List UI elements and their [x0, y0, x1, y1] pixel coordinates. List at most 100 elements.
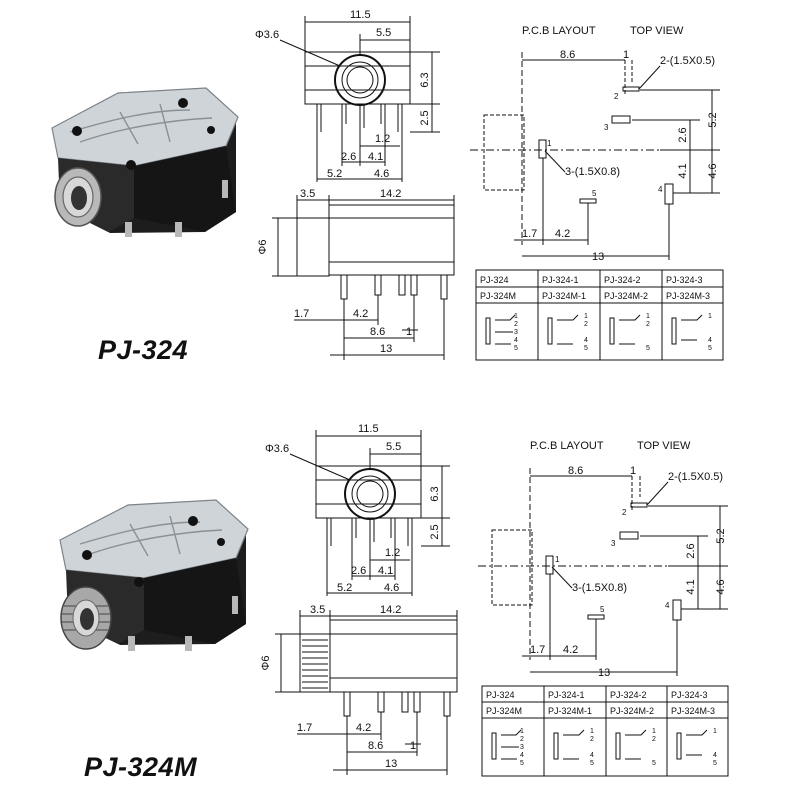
dim-front-5-2: 5.2	[337, 582, 352, 594]
t2-pin-4: 4	[590, 752, 594, 759]
pcb-dim-8-6: 8.6	[560, 49, 575, 61]
table-r1-c2: PJ-324-1	[542, 275, 579, 285]
dim-side-4-2: 4.2	[353, 308, 368, 320]
t1-pin-2: 2	[514, 321, 518, 328]
dim-front-height: 6.3	[429, 486, 441, 501]
pcb-pin-1: 1	[555, 555, 560, 564]
pcb-dim-13: 13	[592, 251, 604, 263]
dim-side-1-7: 1.7	[297, 722, 312, 734]
dim-side-8-6: 8.6	[370, 326, 385, 338]
dim-front-4-6: 4.6	[384, 582, 399, 594]
dim-front-bore: 5.5	[386, 441, 401, 453]
table-r2-c1: PJ-324M	[480, 291, 516, 301]
dim-front-width: 11.5	[350, 9, 371, 21]
t2-pin-1: 1	[584, 313, 588, 320]
pcb-pad-3: 3-(1.5X0.8)	[565, 166, 620, 178]
t2-pin-2: 2	[584, 321, 588, 328]
t3-pin-2: 2	[646, 321, 650, 328]
t4-pin-1: 1	[713, 728, 717, 735]
pcb-pad-3: 3-(1.5X0.8)	[572, 582, 627, 594]
pcb-dim-1: 1	[630, 465, 636, 477]
pcb-pin-2: 2	[622, 508, 627, 517]
model-title-pj-324: PJ-324	[98, 335, 189, 365]
pcb-dim-4-2: 4.2	[563, 644, 578, 656]
pcb-dim-5-2: 5.2	[715, 528, 727, 543]
pcb-dim-4-1: 4.1	[677, 163, 689, 178]
pcb-dim-5-2: 5.2	[707, 112, 719, 127]
dim-side-8-6: 8.6	[368, 740, 383, 752]
table-r1-c4: PJ-324-3	[666, 275, 703, 285]
t3-pin-2: 2	[652, 736, 656, 743]
t2-pin-4: 4	[584, 337, 588, 344]
dim-front-1-2: 1.2	[385, 547, 400, 559]
t2-pin-2: 2	[590, 736, 594, 743]
table-r2-c2: PJ-324M-1	[548, 706, 592, 716]
pcb-pin-4: 4	[665, 601, 670, 610]
dim-front-pin: 2.5	[429, 524, 441, 539]
t2-pin-5: 5	[590, 760, 594, 767]
dim-side-13: 13	[380, 343, 392, 355]
pcb-pin-3: 3	[611, 539, 616, 548]
t1-pin-1: 1	[514, 313, 518, 320]
dim-front-pin: 2.5	[419, 110, 431, 125]
t4-pin-4: 4	[713, 752, 717, 759]
pcb-dim-1: 1	[623, 49, 629, 61]
dim-front-5-2: 5.2	[327, 168, 342, 180]
t4-pin-4: 4	[708, 337, 712, 344]
dim-front-1-2: 1.2	[375, 133, 390, 145]
dim-front-height: 6.3	[419, 72, 431, 87]
pcb-dim-1-7: 1.7	[530, 644, 545, 656]
dim-front-4-6: 4.6	[374, 168, 389, 180]
dim-front-phi: Φ3.6	[255, 29, 279, 41]
dim-front-2-6: 2.6	[341, 151, 356, 163]
pcb-pin-4: 4	[658, 185, 663, 194]
pcb-dim-4-1: 4.1	[685, 579, 697, 594]
pcb-title: P.C.B LAYOUT	[530, 440, 604, 452]
t3-pin-1: 1	[646, 313, 650, 320]
t1-pin-3: 3	[514, 329, 518, 336]
table-r1-c1: PJ-324	[486, 690, 515, 700]
pcb-pad-2: 2-(1.5X0.5)	[660, 55, 715, 67]
pcb-dim-8-6: 8.6	[568, 465, 583, 477]
table-r1-c1: PJ-324	[480, 275, 509, 285]
table-r1-c4: PJ-324-3	[671, 690, 708, 700]
t1-pin-4: 4	[514, 337, 518, 344]
t1-pin-4: 4	[520, 752, 524, 759]
pcb-pin-1: 1	[547, 139, 552, 148]
pcb-subtitle: TOP VIEW	[630, 25, 684, 37]
table-r1-c3: PJ-324-2	[610, 690, 647, 700]
table-r2-c4: PJ-324M-3	[666, 291, 710, 301]
table-r2-c4: PJ-324M-3	[671, 706, 715, 716]
pcb-title: P.C.B LAYOUT	[522, 25, 596, 37]
pcb-dim-4-6: 4.6	[715, 579, 727, 594]
dim-side-phi: Φ6	[257, 240, 269, 255]
pcb-pin-5: 5	[592, 189, 597, 198]
pcb-dim-4-2: 4.2	[555, 228, 570, 240]
pcb-pad-2: 2-(1.5X0.5)	[668, 471, 723, 483]
dim-front-4-1: 4.1	[368, 151, 383, 163]
dim-side-14-2: 14.2	[380, 188, 401, 200]
t2-pin-5: 5	[584, 345, 588, 352]
t4-pin-5: 5	[713, 760, 717, 767]
dim-side-1: 1	[406, 326, 412, 338]
t2-pin-1: 1	[590, 728, 594, 735]
pcb-pin-2: 2	[614, 92, 619, 101]
t1-pin-2: 2	[520, 736, 524, 743]
t3-pin-5: 5	[652, 760, 656, 767]
dim-side-1: 1	[410, 740, 416, 752]
pcb-dim-2-6: 2.6	[685, 543, 697, 558]
dim-front-phi: Φ3.6	[265, 443, 289, 455]
dim-side-4-2: 4.2	[356, 722, 371, 734]
dim-front-4-1: 4.1	[378, 565, 393, 577]
dim-side-3-5: 3.5	[310, 604, 325, 616]
table-r1-c2: PJ-324-1	[548, 690, 585, 700]
dim-side-phi: Φ6	[260, 656, 272, 671]
table-r2-c3: PJ-324M-2	[604, 291, 648, 301]
